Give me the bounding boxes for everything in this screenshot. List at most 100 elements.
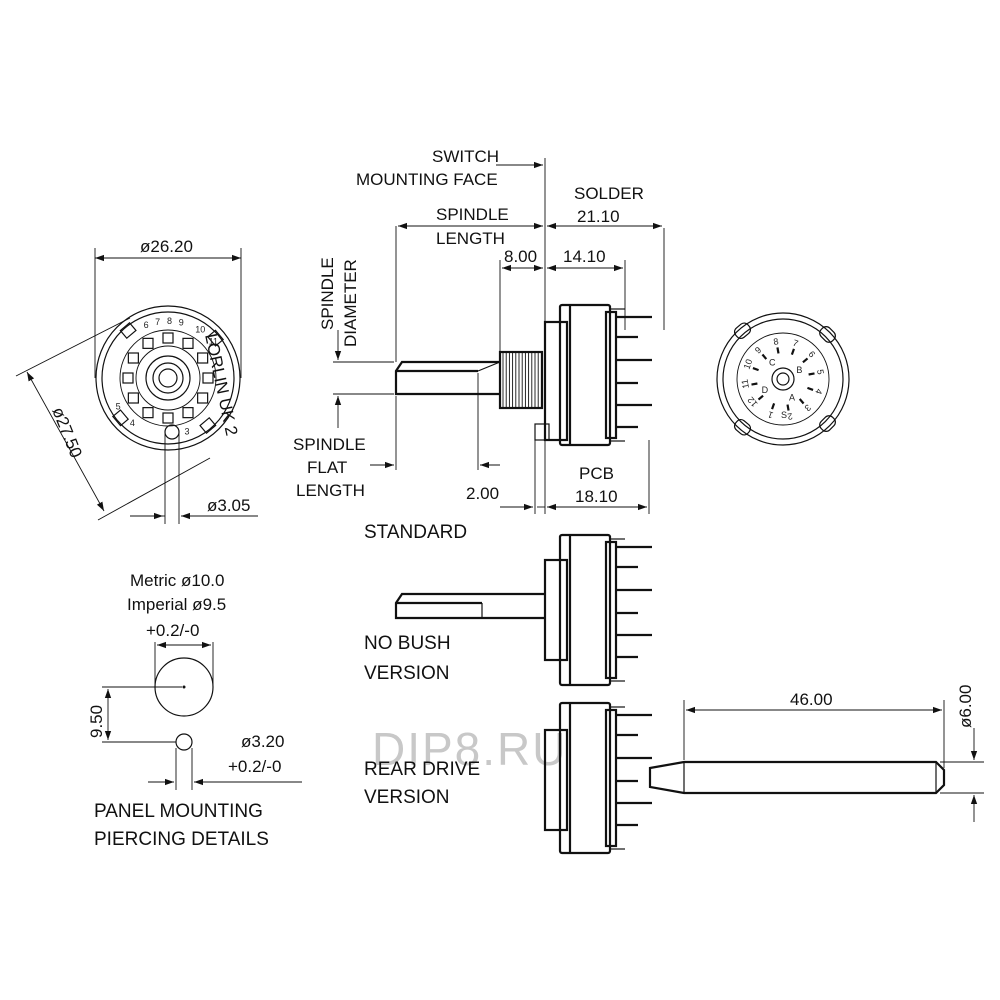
mounting-tab bbox=[111, 409, 130, 427]
bush-dim: 8.00 bbox=[504, 247, 537, 266]
rear-center-mark: S bbox=[781, 410, 787, 420]
front-diameter-label: ø26.20 bbox=[140, 237, 193, 256]
mounting-tab bbox=[119, 321, 137, 340]
ring-number: 7 bbox=[791, 338, 799, 349]
panel-piercing: Metric ø10.0 Imperial ø9.5 +0.2/-0 9.50 … bbox=[87, 571, 302, 850]
no-bush-pins bbox=[610, 538, 652, 682]
spindle-diameter-line1: SPINDLE bbox=[318, 257, 337, 330]
switch-face-line2: MOUNTING FACE bbox=[356, 170, 498, 189]
ring-number: 12 bbox=[746, 395, 760, 409]
standard-label: STANDARD bbox=[364, 522, 467, 543]
contact-mark bbox=[776, 347, 780, 354]
spindle-flat-line1: SPINDLE bbox=[293, 435, 366, 454]
ring-number: 11 bbox=[740, 378, 751, 389]
front-marking: LORLIN UK 2 bbox=[201, 332, 241, 438]
front-mounting-tabs bbox=[111, 321, 225, 435]
no-bush-line2: VERSION bbox=[364, 663, 450, 684]
no-bush-version: NO BUSH VERSION bbox=[364, 533, 652, 687]
bush-thread bbox=[502, 352, 542, 408]
front-outer-diameter-label: ø27.50 bbox=[48, 404, 85, 460]
pole-letter: C bbox=[769, 358, 776, 368]
ring-number: 3 bbox=[803, 402, 813, 413]
contact-square bbox=[142, 407, 154, 419]
position-number: 6 bbox=[144, 320, 149, 330]
body-dim: 14.10 bbox=[563, 247, 606, 266]
contact-mark bbox=[771, 403, 776, 410]
rear-drive-line1: REAR DRIVE bbox=[364, 759, 480, 780]
contact-mark bbox=[790, 348, 795, 355]
position-number: 4 bbox=[130, 418, 135, 428]
contact-square bbox=[162, 412, 174, 424]
mounting-tab bbox=[206, 329, 225, 347]
no-bush-line1: NO BUSH bbox=[364, 633, 451, 654]
rear-mounting-tab bbox=[733, 322, 752, 340]
pcb-label: PCB bbox=[579, 464, 614, 483]
pole-letter: A bbox=[789, 392, 795, 402]
contact-mark bbox=[752, 367, 759, 372]
ring-number: 6 bbox=[806, 349, 817, 359]
ring-number: 5 bbox=[815, 369, 826, 376]
imperial-label: Imperial ø9.5 bbox=[127, 595, 226, 614]
spindle-length-line1: SPINDLE bbox=[436, 205, 509, 224]
contact-square bbox=[162, 332, 174, 344]
contact-mark bbox=[757, 394, 764, 401]
rear-drive-version: 46.00 ø6.00 REAR DRIVE VERSION bbox=[364, 685, 984, 855]
contact-mark bbox=[798, 398, 805, 405]
metric-label: Metric ø10.0 bbox=[130, 571, 224, 590]
rear-mounting-tabs bbox=[733, 322, 836, 436]
ring-number: 2 bbox=[787, 411, 794, 422]
contact-square bbox=[127, 392, 139, 404]
contact-square bbox=[182, 407, 194, 419]
front-contact-ring bbox=[122, 332, 214, 424]
contact-square bbox=[197, 392, 209, 404]
contact-mark bbox=[786, 404, 790, 411]
position-number: 10 bbox=[195, 325, 205, 335]
rear-mounting-tab bbox=[819, 415, 836, 432]
ring-number: 10 bbox=[742, 358, 755, 371]
ring-number: 9 bbox=[753, 345, 763, 356]
position-number: 11 bbox=[209, 336, 218, 346]
ring-number: 4 bbox=[813, 387, 824, 395]
contact-square bbox=[127, 352, 139, 364]
contact-square bbox=[122, 372, 134, 384]
contact-square bbox=[182, 337, 194, 349]
solder-value: 21.10 bbox=[577, 207, 620, 226]
contact-mark bbox=[802, 357, 809, 364]
contact-mark bbox=[807, 386, 814, 391]
ring-number: 1 bbox=[766, 409, 774, 420]
spindle-flat-line2: FLAT bbox=[307, 458, 347, 477]
spindle-diameter-line2: DIAMETER bbox=[341, 259, 360, 347]
position-number: 8 bbox=[167, 316, 172, 326]
rear-mounting-tab bbox=[819, 326, 836, 343]
tolerance-big: +0.2/-0 bbox=[146, 621, 199, 640]
contact-square bbox=[142, 337, 154, 349]
mounting-tab bbox=[199, 416, 217, 435]
panel-title-line1: PANEL MOUNTING bbox=[94, 801, 263, 822]
watermark: DIP8.RU bbox=[372, 723, 567, 775]
side-view-standard: SWITCH MOUNTING FACE SOLDER 21.10 SPINDL… bbox=[293, 147, 665, 543]
offset-9-50: 9.50 bbox=[87, 705, 106, 738]
spindle-flat-line3: LENGTH bbox=[296, 481, 365, 500]
contact-mark bbox=[808, 372, 815, 376]
rear-diameter: ø6.00 bbox=[956, 685, 975, 728]
position-number: 5 bbox=[116, 402, 121, 412]
position-number: 7 bbox=[155, 317, 160, 327]
small-diameter: ø3.20 bbox=[241, 732, 284, 751]
pole-letter: D bbox=[762, 385, 769, 395]
rear-mounting-tab bbox=[733, 418, 752, 436]
tolerance-small: +0.2/-0 bbox=[228, 757, 281, 776]
standard-pins bbox=[610, 308, 652, 442]
spindle-length-line2: LENGTH bbox=[436, 229, 505, 248]
locating-hole bbox=[164, 424, 180, 440]
switch-face-line1: SWITCH bbox=[432, 147, 499, 166]
rear-drive-pins bbox=[610, 706, 652, 850]
solder-label: SOLDER bbox=[574, 184, 644, 203]
contact-mark bbox=[761, 353, 768, 360]
pcb-value: 18.10 bbox=[575, 487, 618, 506]
